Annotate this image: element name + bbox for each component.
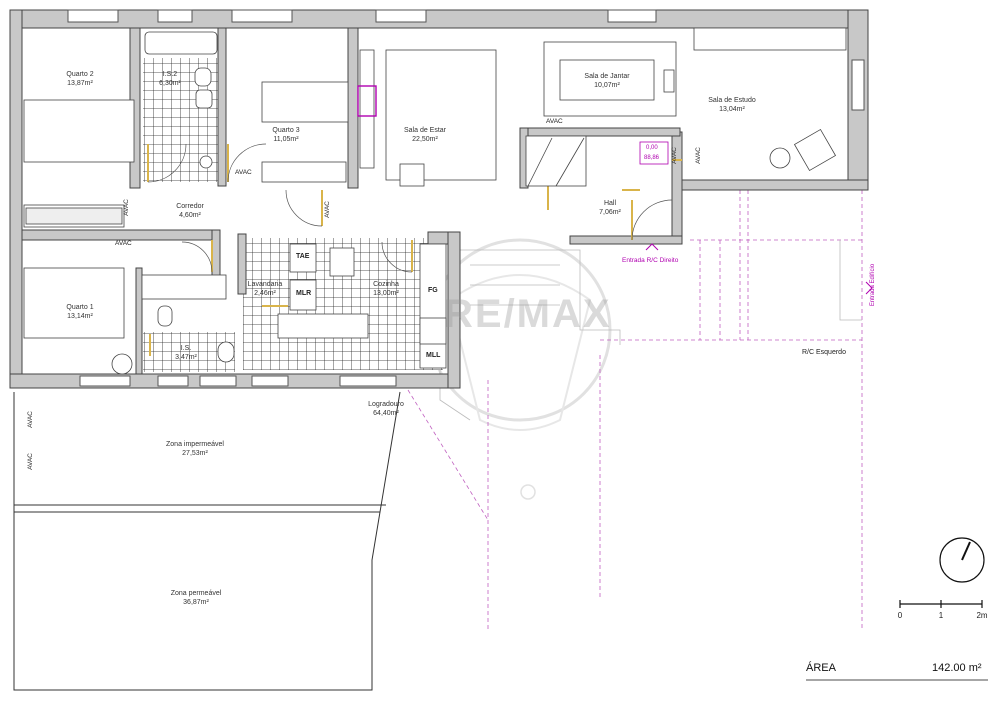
entrada-rc-direito-label: Entrada R/C Direito [622, 257, 679, 264]
area-label: ÁREA [806, 662, 836, 674]
room-area: 36,87m² [183, 599, 209, 606]
avac-label: AVAC [694, 147, 702, 164]
level-top-label: 0,00 [646, 145, 658, 151]
avac-label: AVAC [670, 147, 678, 164]
level-bottom-label: 88,86 [644, 155, 660, 161]
room-area: 13,14m² [67, 313, 93, 320]
fg-label: FG [428, 287, 438, 294]
watermark-text: RE/MAX [444, 292, 612, 336]
door-arcs [147, 143, 673, 273]
room-quarto-3: Quarto 3 11,05m² [272, 126, 299, 144]
entrada-edificio-label: Entrada Edifício [870, 263, 877, 307]
room-lavandaria: Lavandaria 2,46m² [248, 280, 283, 298]
room-area: 22,50m² [412, 136, 438, 143]
doors [147, 144, 682, 356]
room-name: Quarto 3 [272, 127, 300, 134]
rc-esquerdo-label: R/C Esquerdo [802, 349, 846, 356]
avac-label: AVAC [235, 169, 252, 176]
room-name: Sala de Estar [403, 127, 447, 134]
room-quarto-1: Quarto 1 13,14m² [66, 303, 93, 321]
mll-label: MLL [426, 352, 441, 359]
avac-label: AVAC [122, 199, 130, 216]
room-name: Lavandaria [247, 281, 283, 288]
room-zona-impermeavel: Zona impermeável 27,53m² [166, 440, 224, 458]
room-area: 13,00m² [373, 290, 399, 297]
furniture [23, 27, 847, 375]
room-area: 3,47m² [175, 354, 197, 361]
room-name: I.S.2 [162, 71, 178, 78]
room-name: Sala de Jantar [584, 73, 630, 80]
room-area: 64,40m² [373, 410, 399, 417]
room-sala-jantar: Sala de Jantar 10,07m² [584, 72, 629, 90]
windows [67, 9, 865, 387]
room-area: 7,06m² [599, 209, 621, 216]
north-arrow [939, 537, 985, 583]
avac-label: AVAC [323, 201, 331, 218]
room-area: 4,60m² [179, 212, 201, 219]
level-box [639, 141, 669, 165]
room-is: I.S. 3,47m² [175, 344, 197, 362]
room-zona-permeavel: Zona permeável 36,87m² [171, 589, 222, 607]
room-name: I.S. [180, 345, 192, 352]
room-name: Corredor [176, 203, 204, 210]
room-sala-estudo: Sala de Estudo 13,04m² [708, 96, 755, 114]
tae-label: TAE [296, 253, 310, 260]
room-area: 2,46m² [254, 290, 276, 297]
room-name: Quarto 1 [66, 304, 94, 311]
room-corredor: Corredor 4,60m² [176, 202, 204, 220]
room-area: 10,07m² [594, 82, 620, 89]
room-area: 6,30m² [159, 80, 181, 87]
avac-label: AVAC [115, 240, 132, 247]
entrance-markers [645, 243, 873, 295]
room-area: 13,87m² [67, 80, 93, 87]
courtyard-outline [13, 391, 401, 691]
scale-tick-label: 0 [897, 611, 903, 620]
room-area: 13,04m² [719, 106, 745, 113]
avac-label: AVAC [546, 118, 563, 125]
avac-label: AVAC [26, 453, 34, 470]
room-quarto-2: Quarto 2 13,87m² [66, 70, 93, 88]
area-value: 142.00 m² [932, 662, 982, 674]
room-logradouro: Logradouro 64,40m² [368, 400, 404, 418]
scale-tick-label: 1 [938, 611, 944, 620]
room-is2: I.S.2 6,30m² [159, 70, 181, 88]
projection-lines [407, 190, 863, 630]
room-name: Sala de Estudo [708, 97, 756, 104]
room-name: Zona impermeável [166, 441, 224, 448]
scale-bar [899, 600, 983, 608]
room-name: Zona permeável [170, 590, 222, 597]
room-name: Cozinha [373, 281, 399, 288]
room-area: 27,53m² [182, 450, 208, 457]
mlr-label: MLR [296, 290, 312, 297]
room-sala-estar: Sala de Estar 22,50m² [404, 126, 446, 144]
room-name: Quarto 2 [66, 71, 94, 78]
room-name: Hall [603, 200, 617, 207]
room-cozinha: Cozinha 13,00m² [373, 280, 399, 298]
avac-label: AVAC [26, 411, 34, 428]
room-area: 11,05m² [273, 136, 299, 143]
scale-tick-label: 2m [976, 611, 988, 620]
room-name: Logradouro [368, 401, 404, 408]
room-hall: Hall 7,06m² [599, 199, 621, 217]
